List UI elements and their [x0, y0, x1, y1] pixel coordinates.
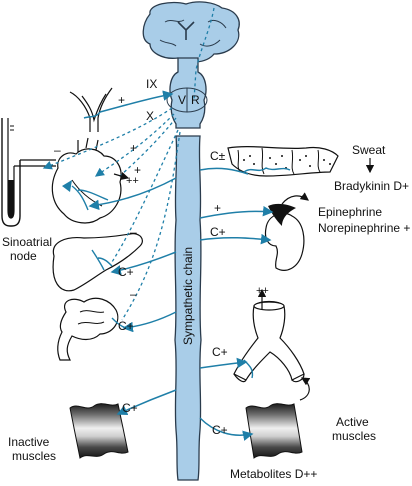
- bradykinin-label: Bradykinin D+: [334, 179, 409, 193]
- active-muscles: [245, 403, 303, 459]
- brain: [142, 1, 240, 63]
- aorta-double-plus: ++: [256, 285, 269, 297]
- inactive-label-1: Inactive: [8, 435, 50, 449]
- aorta-c-sign: C+: [212, 345, 228, 359]
- vagus-dashed-1: [42, 107, 173, 170]
- metabolites-label: Metabolites D++: [230, 467, 317, 481]
- ix-nerve: [99, 90, 174, 113]
- sympathetic-liver: [110, 251, 177, 276]
- sympathetic-chain: Sympathetic chain: [174, 135, 202, 481]
- skin: [227, 146, 339, 177]
- intestine: [57, 297, 127, 361]
- liver-c-sign: C+: [118, 265, 134, 279]
- liver-minus-sign: –: [130, 225, 137, 239]
- gut-minus-sign: –: [130, 287, 137, 301]
- manometer: [1, 118, 56, 227]
- sympathetic-gut: [122, 311, 177, 333]
- skin-c-sign: C±: [210, 149, 226, 163]
- sweat-label: Sweat: [352, 143, 386, 157]
- sympathetic-kidney: [199, 233, 272, 245]
- sympathetic-heart: [88, 177, 177, 211]
- active-label-1: Active: [336, 415, 369, 429]
- sinoatrial-label-1: Sinoatrial: [2, 235, 52, 249]
- r-label: R: [191, 93, 200, 107]
- adrenal-out-arrow: [281, 192, 309, 205]
- adrenal-plus-sign: +: [214, 201, 221, 215]
- inactive-muscles: [69, 403, 129, 459]
- carotid-sign: +: [118, 93, 125, 107]
- sympathetic-active: [199, 417, 254, 441]
- sympathetic-inactive: [116, 389, 177, 416]
- chain-label: Sympathetic chain: [181, 247, 195, 345]
- v-label: V: [178, 93, 186, 107]
- vagus-minus-sign: –: [54, 143, 61, 157]
- vagus-dashed-gut: [121, 131, 181, 321]
- norepinephrine-label: Norepinephrine +: [318, 221, 410, 235]
- x-label: X: [146, 109, 154, 123]
- active-c-sign: C+: [212, 423, 228, 437]
- descending-tract: [193, 7, 215, 101]
- kidney: [264, 203, 305, 271]
- inactive-label-2: muscles: [12, 449, 56, 463]
- kidney-c-sign: C+: [210, 225, 226, 239]
- vagus-plus-sign: +: [130, 141, 137, 155]
- brainstem: [166, 57, 208, 129]
- ix-label: IX: [146, 77, 157, 91]
- vagus-dashed-liver: [111, 129, 179, 263]
- sympathetic-aorta: [199, 357, 248, 369]
- vagus-dashed-3: [117, 117, 177, 179]
- carotid-sinus: [69, 87, 113, 132]
- heart-plus-sign: +: [134, 163, 141, 177]
- active-label-2: muscles: [332, 429, 376, 443]
- metabolite-arrow: [299, 377, 311, 401]
- heart-double-plus: ++: [126, 175, 139, 187]
- aorta: [233, 300, 305, 383]
- liver: [52, 233, 143, 292]
- gut-c-sign: C+: [118, 319, 134, 333]
- sympathetic-skin: [199, 167, 249, 175]
- heart: [51, 137, 122, 224]
- sympathetic-adrenal: [199, 205, 274, 219]
- heart-out-arrow: [113, 171, 130, 181]
- vagus-dashed-2: [94, 113, 175, 177]
- sinoatrial-label-2: node: [10, 249, 37, 263]
- inactive-c-sign: C+: [122, 401, 138, 415]
- epinephrine-label: Epinephrine: [318, 205, 382, 219]
